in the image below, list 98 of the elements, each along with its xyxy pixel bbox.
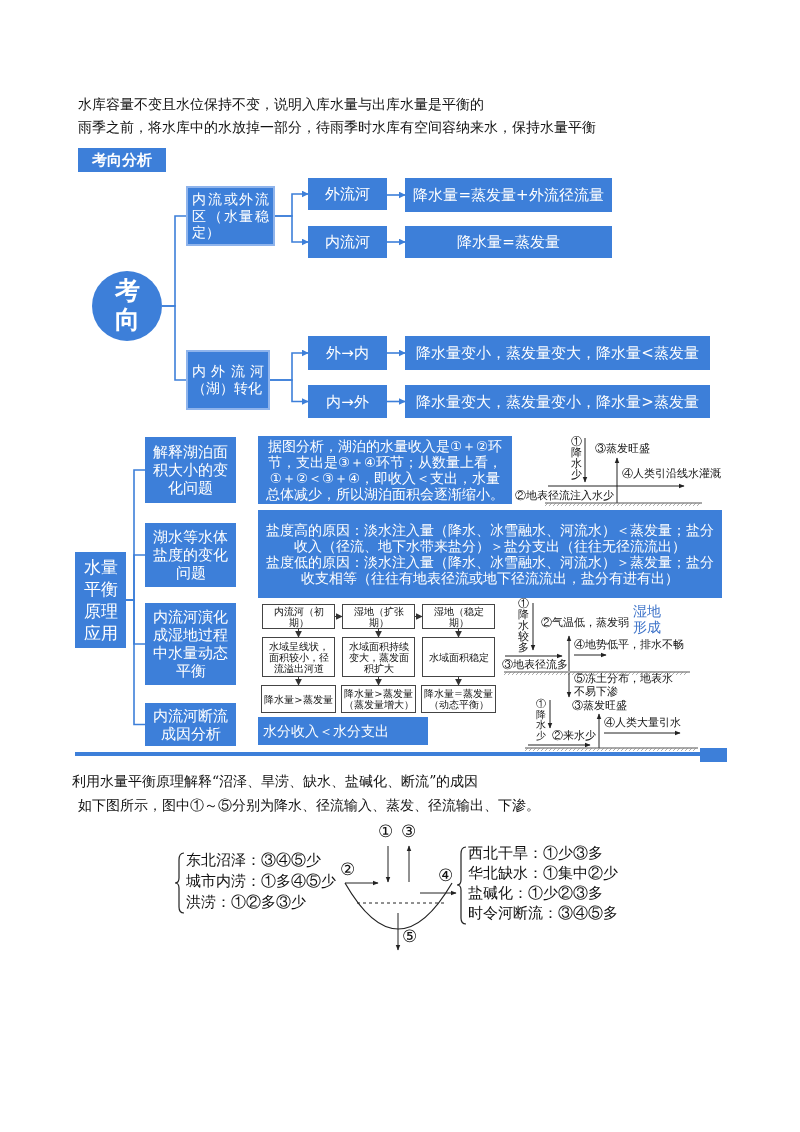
arrow	[386, 191, 406, 199]
symbol-label: ④	[438, 866, 453, 886]
node-text: 水域呈线状，面积较小，径流溢出河道	[267, 640, 330, 674]
flow-box	[262, 604, 335, 629]
type-box	[308, 178, 387, 210]
arrow	[375, 676, 382, 686]
arrow	[274, 215, 309, 246]
node-text: 外流河	[325, 185, 370, 203]
node-text: 考向	[113, 277, 141, 335]
flow-box	[422, 604, 495, 629]
symbol-label: ③	[401, 822, 416, 842]
cause-text: 城市内涝：①多④⑤少	[186, 873, 336, 891]
cause-text: 洪涝：①②多③少	[186, 894, 306, 912]
annotation-text: ①降水少	[571, 436, 582, 481]
balance-box	[405, 226, 612, 258]
node-text: 解释湖泊面积大小的变化问题	[152, 443, 229, 497]
annotation-text: ②气温低，蒸发弱	[541, 617, 629, 630]
body-text: 雨季之前，将水库中的水放掉一部分，待雨季时水库有空间容纳来水，保持水量平衡	[78, 119, 596, 136]
arrow	[386, 398, 406, 405]
topic-box	[145, 603, 236, 685]
node-text: 据图分析，湖泊的水量收入是①＋②环节，支出是③＋④环节；从数量上看，①＋②＜③＋④，即收入＜支出，水量总体减少，所以湖泊面积会逐渐缩小。	[265, 437, 505, 503]
category-box	[75, 552, 126, 648]
flow-box	[342, 604, 415, 629]
annotation-text: ①降水少	[536, 699, 546, 741]
node-text: 湿地（稳定期）	[432, 605, 485, 628]
annotation-text: ③蒸发旺盛	[595, 443, 650, 456]
annotation-text: ③地表径流多	[502, 658, 568, 671]
topic-box	[145, 523, 236, 587]
body-text: 水库容量不变且水位保持不变，说明入库水量与出库水量是平衡的	[78, 96, 484, 113]
symbol-label: ②	[340, 860, 355, 880]
node-text: 内流河（初期）	[272, 605, 325, 628]
type-box	[308, 336, 387, 370]
body-text: 如下图所示，图中①～⑤分别为降水、径流输入、蒸发、径流输出、下渗。	[78, 797, 540, 814]
node-text: 盐度高的原因：淡水注入量（降水、冰雪融水、河流水）＜蒸发量；盐分收入（径流、地下水带来盐分）＞盐分支出（往往无径流流出）	[265, 521, 715, 554]
node-text: 盐度低的原因：淡水注入量（降水、冰雪融水、河流水）＞蒸发量；盐分收支相等（往往有地表径流或地下径流流出，盐分有进有出）	[265, 554, 715, 587]
arrow	[269, 379, 309, 405]
arrow	[295, 628, 302, 638]
cause-text: 西北干旱：①少③多	[468, 845, 603, 863]
flow-box	[422, 637, 495, 677]
arrow	[386, 349, 406, 357]
node-text: 水域面积稳定	[428, 651, 489, 663]
topic-box	[145, 437, 236, 503]
node-text: 内外流河（湖）转化	[192, 363, 264, 397]
annotation-text: ④地势低平，排水不畅	[574, 639, 684, 652]
node-text: 降水量变大，蒸发量变小，降水量>蒸发量	[416, 392, 699, 411]
node-text: 降水量=蒸发量（动态平衡）	[423, 688, 494, 710]
body-text: 利用水量平衡原理解释“沼泽、旱涝、缺水、盐碱化、断流”的成因	[72, 773, 479, 790]
node-text: 水量平衡原理应用	[82, 555, 119, 645]
explanation-panel	[258, 510, 722, 598]
type-box	[308, 226, 387, 258]
balance-box	[405, 336, 710, 370]
node-text: 降水量=蒸发量	[457, 233, 560, 251]
symbol-label: ①	[378, 822, 393, 842]
annotation-text: ①降水较多	[518, 598, 529, 654]
node-text: 降水量>蒸发量	[264, 693, 333, 705]
arrow	[414, 613, 423, 620]
annotation-text: ②来水少	[552, 730, 596, 743]
category-box	[186, 186, 275, 246]
cause-text: 东北沼泽：③④⑤少	[186, 852, 321, 870]
annotation-text: ④人类引沿线水灌溉	[622, 468, 721, 481]
balance-box	[405, 178, 612, 212]
node-text: 内→外	[326, 392, 369, 411]
cause-text: 华北缺水：①集中②少	[468, 865, 618, 883]
cause-text: 盐碱化：①少②③多	[468, 885, 603, 903]
topic-box	[145, 703, 236, 746]
node-text: 内流河断流成因分析	[152, 706, 229, 743]
node-text: 降水量变小，蒸发量变大，降水量<蒸发量	[416, 344, 699, 362]
arrow	[295, 676, 302, 686]
node-text: 水分收入＜水分支出	[263, 722, 389, 740]
balance-box	[405, 385, 710, 418]
connector-line	[161, 305, 187, 381]
node-text: 内流河	[325, 233, 370, 251]
section-header	[78, 148, 166, 172]
node-text: 水域面积持续变大，蒸发面积扩大	[347, 640, 410, 674]
arrow	[334, 613, 343, 620]
annotation-text: ③蒸发旺盛	[572, 700, 627, 713]
node-text: 湿地（扩张期）	[352, 605, 405, 628]
annotation-text: ④人类大量引水	[604, 717, 681, 730]
category-box	[186, 350, 270, 410]
flow-box	[261, 685, 336, 713]
arrow	[455, 676, 462, 686]
heading-text: 考向分析	[92, 150, 152, 170]
symbol-label: ⑤	[402, 927, 417, 947]
node-text: 外→内	[326, 344, 369, 362]
annotation-text: 湿地形成	[633, 603, 662, 636]
arrow	[455, 628, 462, 638]
arrow	[386, 238, 406, 246]
node-text: 降水量>蒸发量（蒸发量增大）	[343, 688, 414, 710]
explanation-panel	[258, 717, 428, 745]
arrow	[375, 628, 382, 638]
type-box	[308, 385, 387, 418]
node-text: 内流或外流区（水量稳定）	[192, 190, 269, 242]
cause-text: 时令河断流：③④⑤多	[468, 905, 618, 923]
node-text: 降水量=蒸发量+外流径流量	[413, 186, 604, 204]
annotation-text: ⑤冻土分布，地表水不易下渗	[574, 673, 674, 699]
node-text: 内流河演化成湿地过程中水量动态平衡	[152, 608, 229, 680]
annotation-text: ②地表径流注入水少	[515, 489, 614, 502]
node-text: 湖水等水体盐度的变化问题	[152, 528, 229, 582]
